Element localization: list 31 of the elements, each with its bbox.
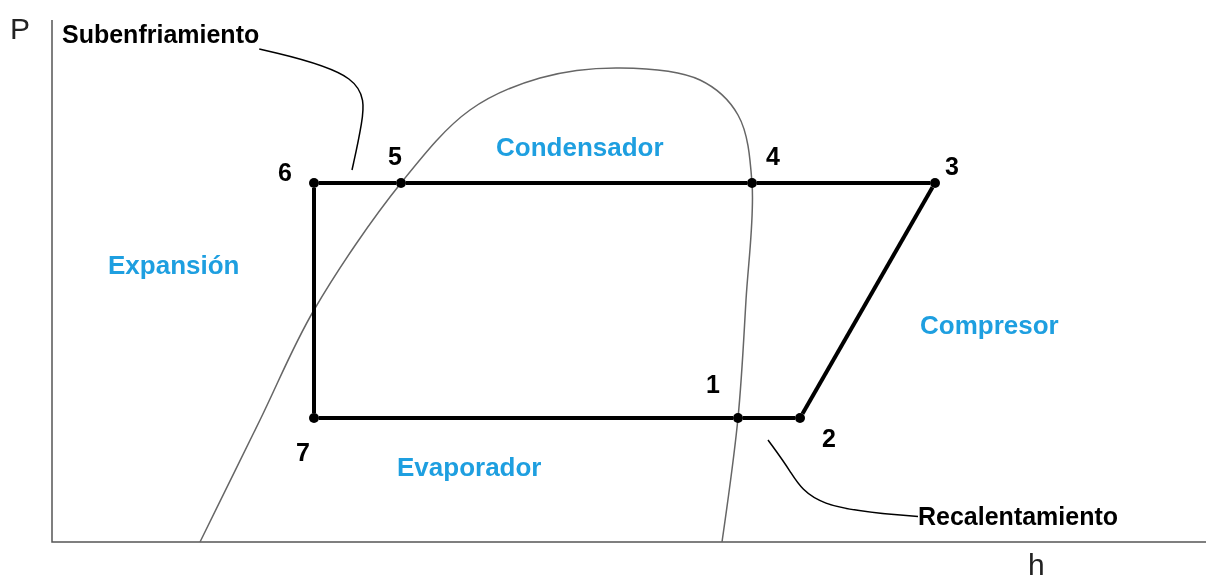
state-point [309, 178, 319, 188]
stage-label: Evaporador [397, 452, 542, 483]
state-point [733, 413, 743, 423]
state-point [930, 178, 940, 188]
point-number: 2 [822, 424, 836, 453]
point-number: 4 [766, 142, 780, 171]
cycle-line [319, 181, 396, 185]
callout-text: Subenfriamiento [62, 20, 260, 49]
point-number: 6 [278, 158, 292, 187]
cycle-line [312, 188, 316, 413]
cycle-line [743, 416, 795, 420]
callout-text: Recalentamiento [918, 502, 1119, 531]
stage-label: Compresor [920, 310, 1059, 341]
leader-line [258, 48, 364, 171]
state-point [747, 178, 757, 188]
state-point [795, 413, 805, 423]
point-number: 1 [706, 370, 720, 399]
cycle-line [319, 416, 733, 420]
point-number: 3 [945, 152, 959, 181]
cycle-line [406, 181, 747, 185]
leader-line [767, 439, 919, 518]
state-point [309, 413, 319, 423]
cycle-line [800, 186, 935, 415]
cycle-line [757, 181, 930, 185]
state-point [396, 178, 406, 188]
point-number: 7 [296, 438, 310, 467]
axis-label: h [1028, 548, 1045, 582]
axis-label: P [10, 12, 30, 46]
stage-label: Condensador [496, 132, 664, 163]
stage-label: Expansión [108, 250, 240, 281]
point-number: 5 [388, 142, 402, 171]
